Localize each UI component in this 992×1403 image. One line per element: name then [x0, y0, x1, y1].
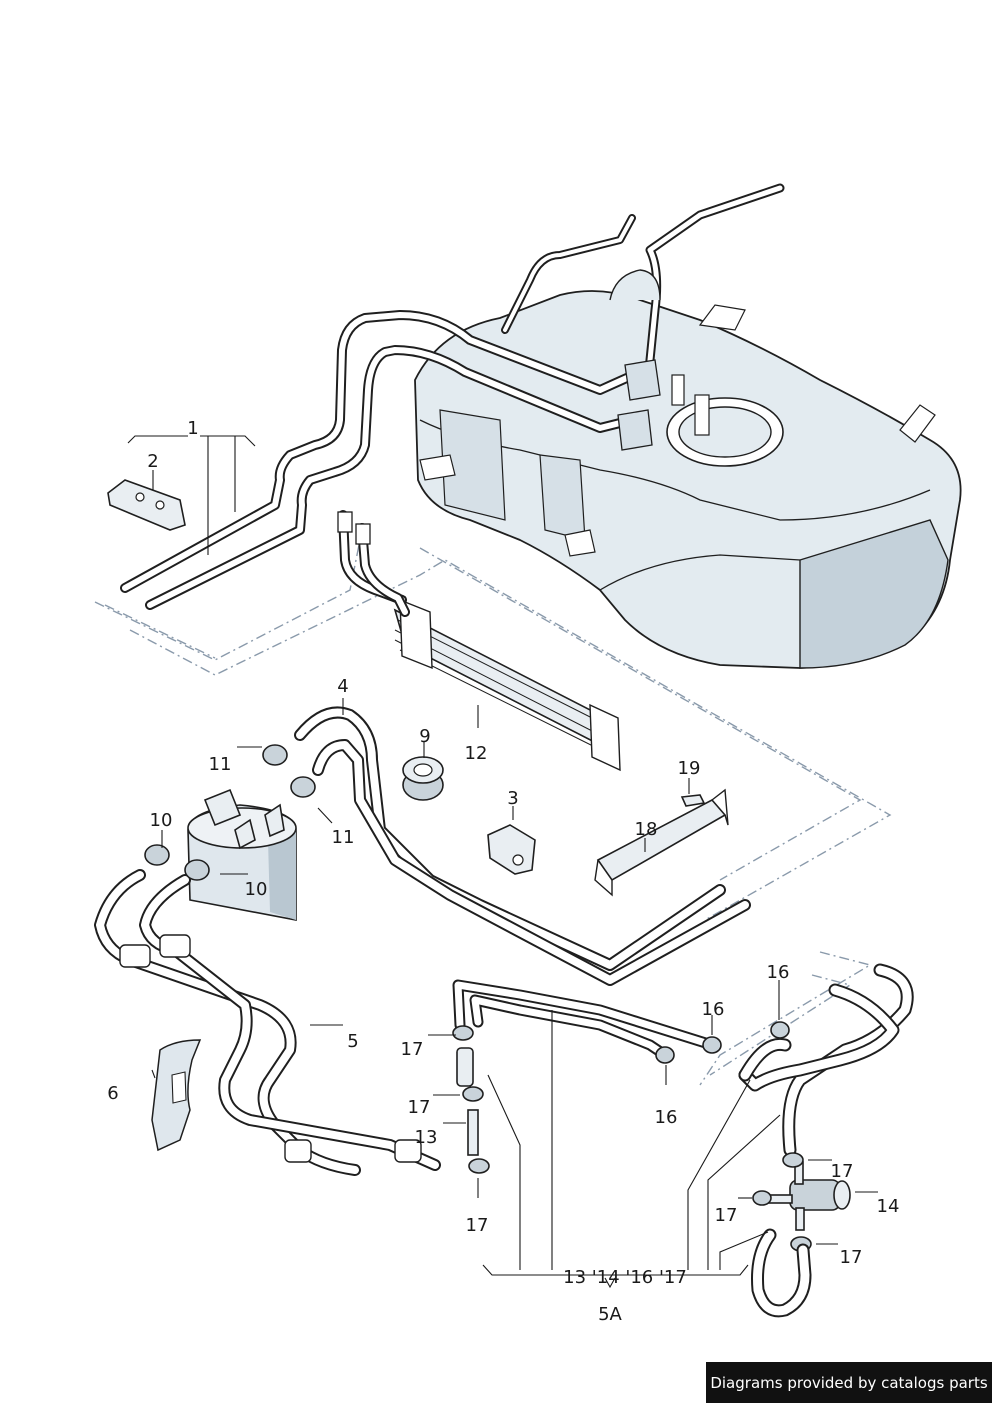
hose-part-5: [94, 869, 441, 1176]
callout-17-e: 17: [715, 1205, 738, 1226]
callout-14: 14: [877, 1196, 900, 1217]
callout-1: 1: [187, 418, 198, 439]
callout-13: 13: [415, 1127, 438, 1148]
callout-5a: 5A: [598, 1304, 622, 1325]
grommet-part-9: [402, 756, 444, 801]
valve-icon: [765, 1161, 851, 1231]
callout-group-13-14-16-17: 13 '14 '16 '17: [563, 1267, 687, 1288]
callout-4: 4: [337, 676, 348, 697]
fuel-lines: [120, 310, 661, 610]
callout-16-b: 16: [702, 999, 725, 1020]
callout-16-a: 16: [767, 962, 790, 983]
callout-12: 12: [465, 743, 488, 764]
heat-shield-part-6: [151, 1039, 202, 1152]
leader-lines: [127, 435, 878, 1289]
callout-5: 5: [347, 1031, 358, 1052]
callout-labels: 1 2 4 11 11 10 10 9 12 3 19 18 5 6 17 17…: [107, 418, 899, 1325]
callout-17-b: 17: [408, 1097, 431, 1118]
callout-11-a: 11: [209, 754, 232, 775]
callout-11-b: 11: [332, 827, 355, 848]
callout-10-b: 10: [245, 879, 268, 900]
fuel-tank-icon: [414, 183, 962, 669]
hose-clamps: [144, 744, 316, 881]
callout-18: 18: [635, 819, 658, 840]
callout-17-c: 17: [466, 1215, 489, 1236]
callout-2: 2: [147, 451, 158, 472]
assembly-outlines: [94, 539, 892, 1086]
fuel-filter-icon: [187, 788, 297, 921]
callout-19: 19: [678, 758, 701, 779]
callout-17-a: 17: [401, 1039, 424, 1060]
callout-16-c: 16: [655, 1107, 678, 1128]
callout-10-a: 10: [150, 810, 173, 831]
clip-part-2: [107, 479, 186, 531]
attribution-text: Diagrams provided by catalogs parts: [710, 1373, 988, 1392]
callout-9: 9: [419, 726, 430, 747]
attribution-banner: Diagrams provided by catalogs parts: [706, 1362, 992, 1403]
callout-6: 6: [107, 1083, 118, 1104]
hose-part-4: [294, 706, 751, 986]
callout-17-f: 17: [840, 1247, 863, 1268]
clip-part-3: [487, 824, 536, 875]
hose-assembly-5a: [452, 963, 914, 1318]
bracket-part-18: [594, 788, 729, 897]
callout-17-d: 17: [831, 1161, 854, 1182]
callout-3: 3: [507, 788, 518, 809]
fuel-cooler-icon: [337, 510, 621, 772]
